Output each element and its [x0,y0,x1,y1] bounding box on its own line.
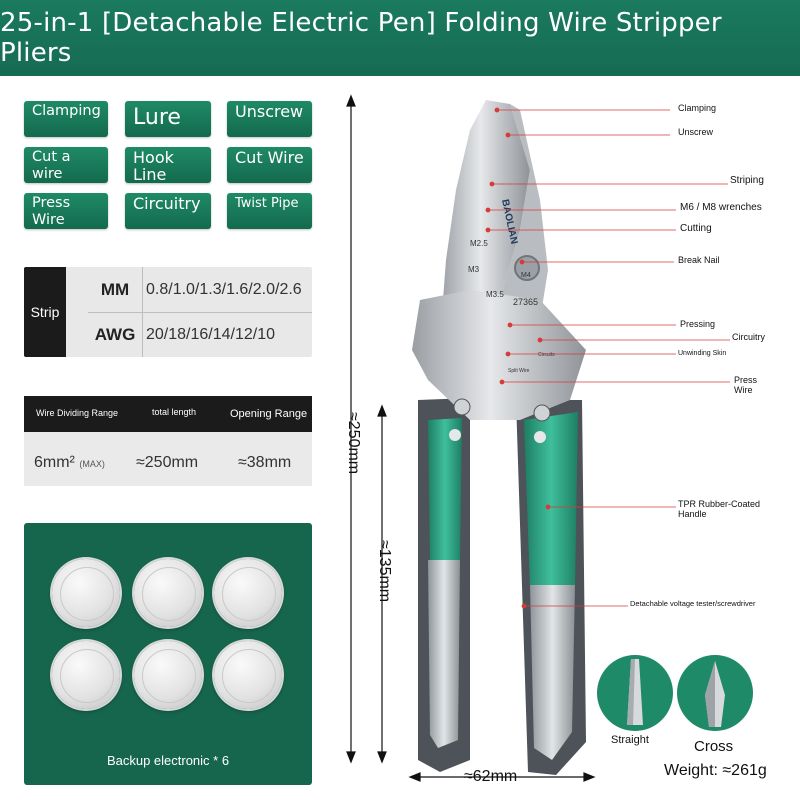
callout-tester: Detachable voltage tester/screwdriver [630,599,756,608]
callout-striping: Striping [730,175,764,186]
battery-icon [134,559,202,627]
svg-text:M2.5: M2.5 [470,239,488,248]
svg-text:M4: M4 [521,272,531,279]
battery-icon [214,641,282,709]
callout-unwinding-skin: Unwinding Skin [678,350,727,357]
left-grip [428,418,462,560]
handle-rivet [534,431,546,443]
callout-unscrew: Unscrew [678,127,714,137]
battery-icon [52,641,120,709]
pliers-illustration: BAOLIAN 27365 M2.5 M3 M3.5 M4 Split Wire… [346,94,730,782]
callout-pressing: Pressing [680,319,716,329]
handle-rivet [453,398,471,416]
feature-lure: Lure [125,101,211,137]
handle-rivet [449,429,461,441]
battery-panel: Backup electronic * 6 [24,523,312,785]
callout-wrenches: M6 / M8 wrenches [680,202,762,213]
strip-table: Strip MM 0.8/1.0/1.3/1.6/2.0/2.6 AWG 20/… [24,267,312,357]
callout-press-wire: Press Wire [734,375,758,395]
dimension-handle-label: ≈135mm [376,540,393,603]
weight-label: Weight: ≈261g [664,762,767,779]
cross-tip-image [677,655,753,731]
strip-label: Strip [24,267,66,357]
feature-press-wire: Press Wire [24,193,108,229]
dimension-width-label: ≈62mm [464,768,518,785]
feature-clamping: Clamping [24,101,108,137]
feature-twist-pipe: Twist Pipe [227,193,312,229]
svg-text:M3.5: M3.5 [486,290,504,299]
straight-tip-image [597,655,673,731]
spec-value-opening: ≈38mm [238,454,292,471]
spec-table: Wire Dividing Range total length Opening… [24,396,312,486]
right-grip [524,412,578,585]
strip-divider [88,312,312,313]
battery-icon [52,559,120,627]
dimension-handle [377,404,387,764]
feature-unscrew: Unscrew [227,101,312,137]
feature-cut-a-wire: Cut a wire [24,147,108,183]
dimension-total [346,94,356,764]
callout-cutting: Cutting [680,223,712,234]
battery-icon [134,641,202,709]
strip-unit-awg: AWG [94,324,136,344]
page-title: 25-in-1 [Detachable Electric Pen] Foldin… [0,8,722,68]
svg-text:Circuits: Circuits [538,352,555,358]
dimension-total-label: ≈250mm [345,412,362,475]
pliers-jaw-left [440,100,530,340]
strip-values-awg: 20/18/16/14/12/10 [146,325,276,343]
pliers-body [412,290,586,420]
battery-icon [214,559,282,627]
straight-tip-label: Straight [611,734,649,746]
right-tester-pen [530,585,575,760]
feature-cut-wire: Cut Wire [227,147,312,183]
callout-leaders [485,107,730,609]
callout-circuitry: Circuitry [732,332,765,342]
spec-value-range: 6mm² (MAX) [34,454,105,471]
spec-header-length: total length [152,407,197,417]
strip-unit-mm: MM [100,279,130,299]
svg-text:M3: M3 [468,265,480,274]
svg-text:Split Wire: Split Wire [508,368,530,374]
header-banner: 25-in-1 [Detachable Electric Pen] Foldin… [0,0,800,76]
feature-hook-line: Hook Line [125,147,211,183]
strip-values-mm: 0.8/1.0/1.3/1.6/2.0/2.6 [146,280,302,298]
callout-break-nail: Break Nail [678,255,720,265]
battery-caption: Backup electronic * 6 [106,753,230,768]
cross-tip-label: Cross [694,738,734,755]
spec-header [24,396,312,432]
spec-header-range: Wire Dividing Range [36,408,119,418]
spec-value-length: ≈250mm [136,454,199,471]
dimension-width [408,772,596,782]
spec-header-opening: Opening Range [230,408,308,420]
callout-clamping: Clamping [678,103,717,113]
model-engraving: 27365 [513,297,538,307]
left-tester-pen [428,560,460,748]
callout-tpr-handle: TPR Rubber-Coated Handle [678,499,761,519]
feature-circuitry: Circuitry [125,193,211,229]
handle-rivet [533,404,551,422]
